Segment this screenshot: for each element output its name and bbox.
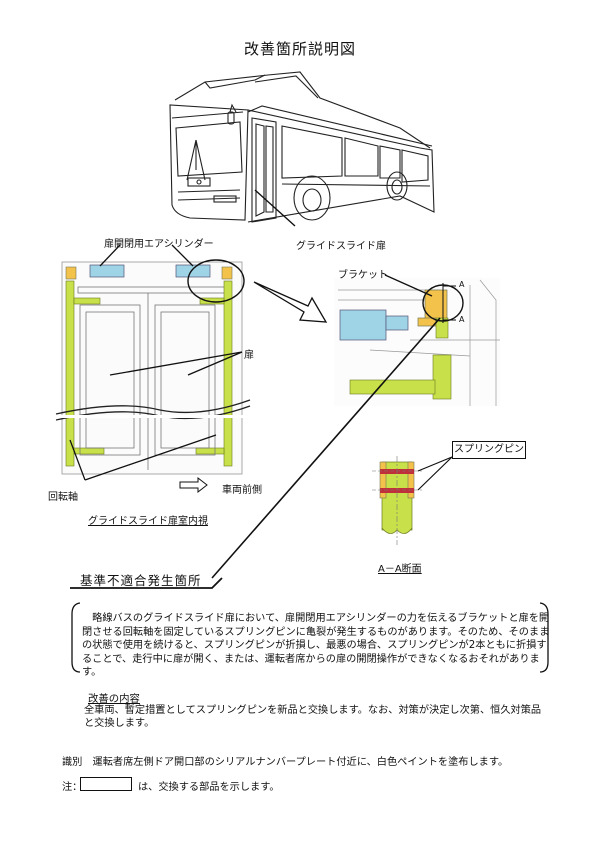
caption-section-aa: A－A断面 <box>378 564 422 575</box>
issue-location-label: 基準不適合発生箇所 <box>80 573 202 588</box>
spring-pin-lower <box>380 488 414 493</box>
label-door: 扉 <box>244 350 254 361</box>
label-bracket: ブラケット <box>338 270 388 281</box>
issue-description: 略線バスのグライドスライド扉において、扉開閉用エアシリンダーの力を伝えるブラケッ… <box>82 613 550 679</box>
leader-glide-door <box>254 189 296 227</box>
bus-illustration <box>169 71 435 223</box>
rotating-shaft-right <box>223 280 233 467</box>
note-prefix: 注： <box>62 782 83 793</box>
detail-illustration <box>334 274 500 406</box>
issue-leader <box>211 317 441 579</box>
door-interior-illustration <box>55 244 251 494</box>
air-cylinder-left <box>89 264 125 278</box>
caption-door-interior: グライドスライド扉室内視 <box>88 516 208 527</box>
document-title: 改善箇所説明図 <box>243 40 356 58</box>
zoom-arrow <box>253 281 328 323</box>
label-rotating-shaft: 回転軸 <box>48 492 78 503</box>
identification-text: 識別 運転者席左側ドア開口部のシリアルナンバープレート付近に、白色ペイントを塗布… <box>62 757 509 768</box>
label-glide-slide-door: グライドスライド扉 <box>296 241 386 252</box>
air-cylinder-right <box>175 264 211 278</box>
section-marker-bottom: A <box>459 315 465 324</box>
improvement-body: 全車両、暫定措置としてスプリングピンを新品と交換します。なお、対策が決定し次第、… <box>84 705 542 730</box>
rotating-shaft-left <box>65 280 75 467</box>
section-aa-illustration <box>372 456 453 545</box>
label-vehicle-front: 車両前側 <box>222 485 262 496</box>
improvement-heading: 改善の内容 <box>88 693 140 705</box>
section-marker-top: A <box>459 280 465 289</box>
label-air-cylinder: 扉開閉用エアシリンダー <box>104 239 214 250</box>
label-spring-pin: スプリングピン <box>452 441 526 459</box>
note-legend-box <box>80 777 132 791</box>
note-text: は、交換する部品を示します。 <box>138 782 280 793</box>
